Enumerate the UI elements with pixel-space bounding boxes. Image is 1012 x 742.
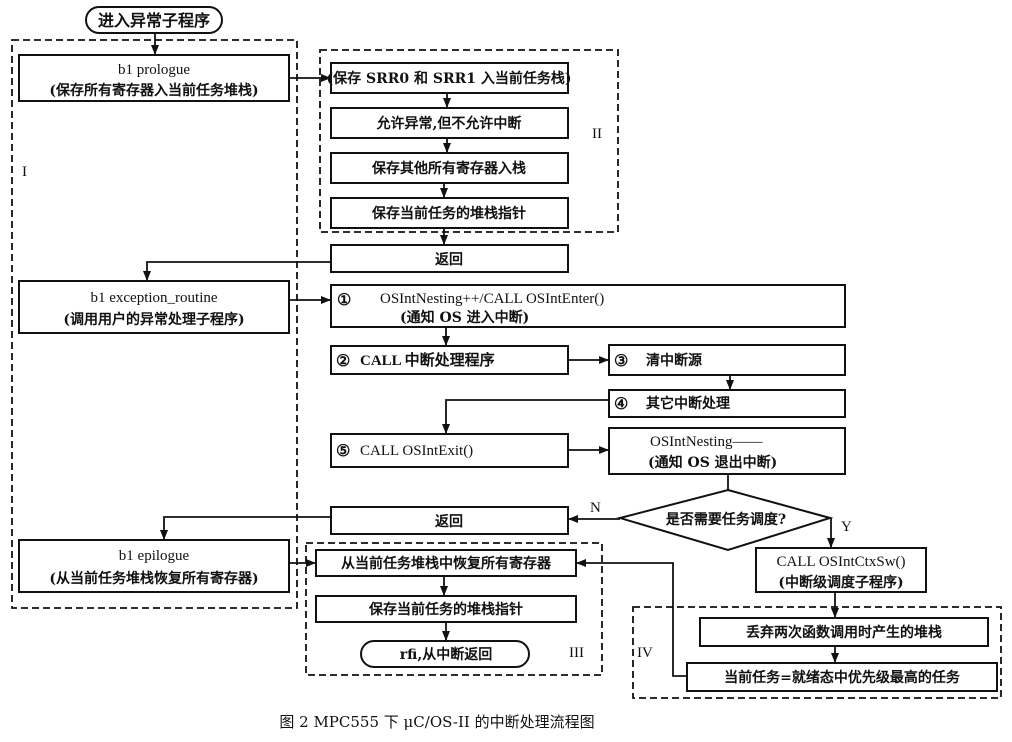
step5-num: ⑤	[336, 441, 350, 460]
region-IV-label: IV	[637, 645, 653, 661]
figure-caption: 图 2 MPC555 下 μC/OS-II 的中断处理流程图	[279, 713, 594, 731]
region-III-frame	[305, 542, 603, 676]
return-box-2	[330, 506, 569, 535]
nesting-dec-line1: OSIntNesting——	[650, 434, 764, 450]
nesting-dec-line2: (通知 OS 退出中断)	[648, 454, 777, 471]
step1-num: ①	[337, 290, 351, 309]
return-box-1	[330, 244, 569, 273]
step1-line1: OSIntNesting++/CALL OSIntEnter()	[380, 291, 604, 307]
step5-label: CALL OSIntExit()	[360, 443, 473, 459]
start-terminal	[85, 6, 223, 34]
step2-box	[330, 345, 569, 375]
save-stack-ptr-box	[330, 197, 569, 229]
step4-label: 其它中断处理	[646, 395, 730, 412]
region-I-label: I	[22, 164, 27, 180]
set-current-task-label: 当前任务=就绪态中优先级最高的任务	[724, 669, 961, 686]
step5-box	[330, 433, 569, 468]
decision-no-label: N	[590, 500, 601, 516]
step3-box	[608, 344, 846, 376]
allow-exception-box	[330, 107, 569, 139]
restore-regs-label: 从当前任务堆栈中恢复所有寄存器	[341, 555, 552, 572]
step1-line2: (通知 OS 进入中断)	[400, 309, 529, 326]
region-IV-frame	[632, 606, 1002, 699]
exception-routine-line1: b1 exception_routine	[90, 290, 217, 306]
step2-label: CALL 中断处理程序	[360, 351, 495, 369]
decision-diamond	[616, 488, 834, 552]
epilogue-line2: (从当前任务堆栈恢复所有寄存器)	[49, 570, 258, 587]
epilogue-line1: b1 epilogue	[119, 548, 190, 564]
step4-box	[608, 389, 846, 418]
save-srr-label: (保存 SRR0 和 SRR1 入当前任务栈)	[327, 70, 572, 87]
discard-stack-box	[699, 617, 989, 647]
prologue-line1: b1 prologue	[118, 62, 190, 78]
step4-num: ④	[614, 394, 628, 413]
discard-stack-label: 丢弃两次函数调用时产生的堆栈	[746, 624, 942, 641]
rfi-terminal-label: rfi,从中断返回	[400, 646, 492, 663]
save-stack-ptr-label-2: 保存当前任务的堆栈指针	[368, 601, 523, 618]
region-I-frame	[11, 39, 298, 609]
exception-routine-box	[18, 280, 290, 334]
save-other-regs-label: 保存其他所有寄存器入栈	[371, 160, 526, 177]
region-II-frame	[319, 49, 619, 233]
nesting-dec-box	[608, 427, 846, 475]
return-label-2: 返回	[435, 513, 463, 530]
allow-exception-label: 允许异常,但不允许中断	[376, 115, 522, 132]
step3-num: ③	[614, 351, 628, 370]
step2-num: ②	[336, 351, 350, 370]
set-current-task-box	[686, 662, 998, 692]
ctxsw-box	[755, 547, 927, 593]
decision-label: 是否需要任务调度?	[666, 511, 786, 528]
epilogue-box	[18, 539, 290, 593]
start-terminal-label: 进入异常子程序	[98, 11, 210, 30]
save-stack-ptr-box-2	[315, 595, 577, 623]
ctxsw-line2: (中断级调度子程序)	[778, 574, 903, 591]
step3-label: 清中断源	[646, 352, 702, 369]
rfi-terminal	[360, 640, 530, 668]
save-other-regs-box	[330, 152, 569, 184]
return-label-1: 返回	[435, 251, 463, 268]
decision-yes-label: Y	[841, 519, 852, 535]
save-stack-ptr-label: 保存当前任务的堆栈指针	[371, 205, 526, 222]
save-srr-box	[330, 62, 569, 94]
step1-box	[330, 284, 846, 328]
prologue-line2: (保存所有寄存器入当前任务堆栈)	[49, 82, 258, 99]
exception-routine-line2: (调用用户的异常处理子程序)	[63, 311, 244, 328]
region-II-label: II	[592, 126, 602, 142]
region-III-label: III	[569, 645, 584, 661]
ctxsw-line1: CALL OSIntCtxSw()	[776, 554, 905, 570]
